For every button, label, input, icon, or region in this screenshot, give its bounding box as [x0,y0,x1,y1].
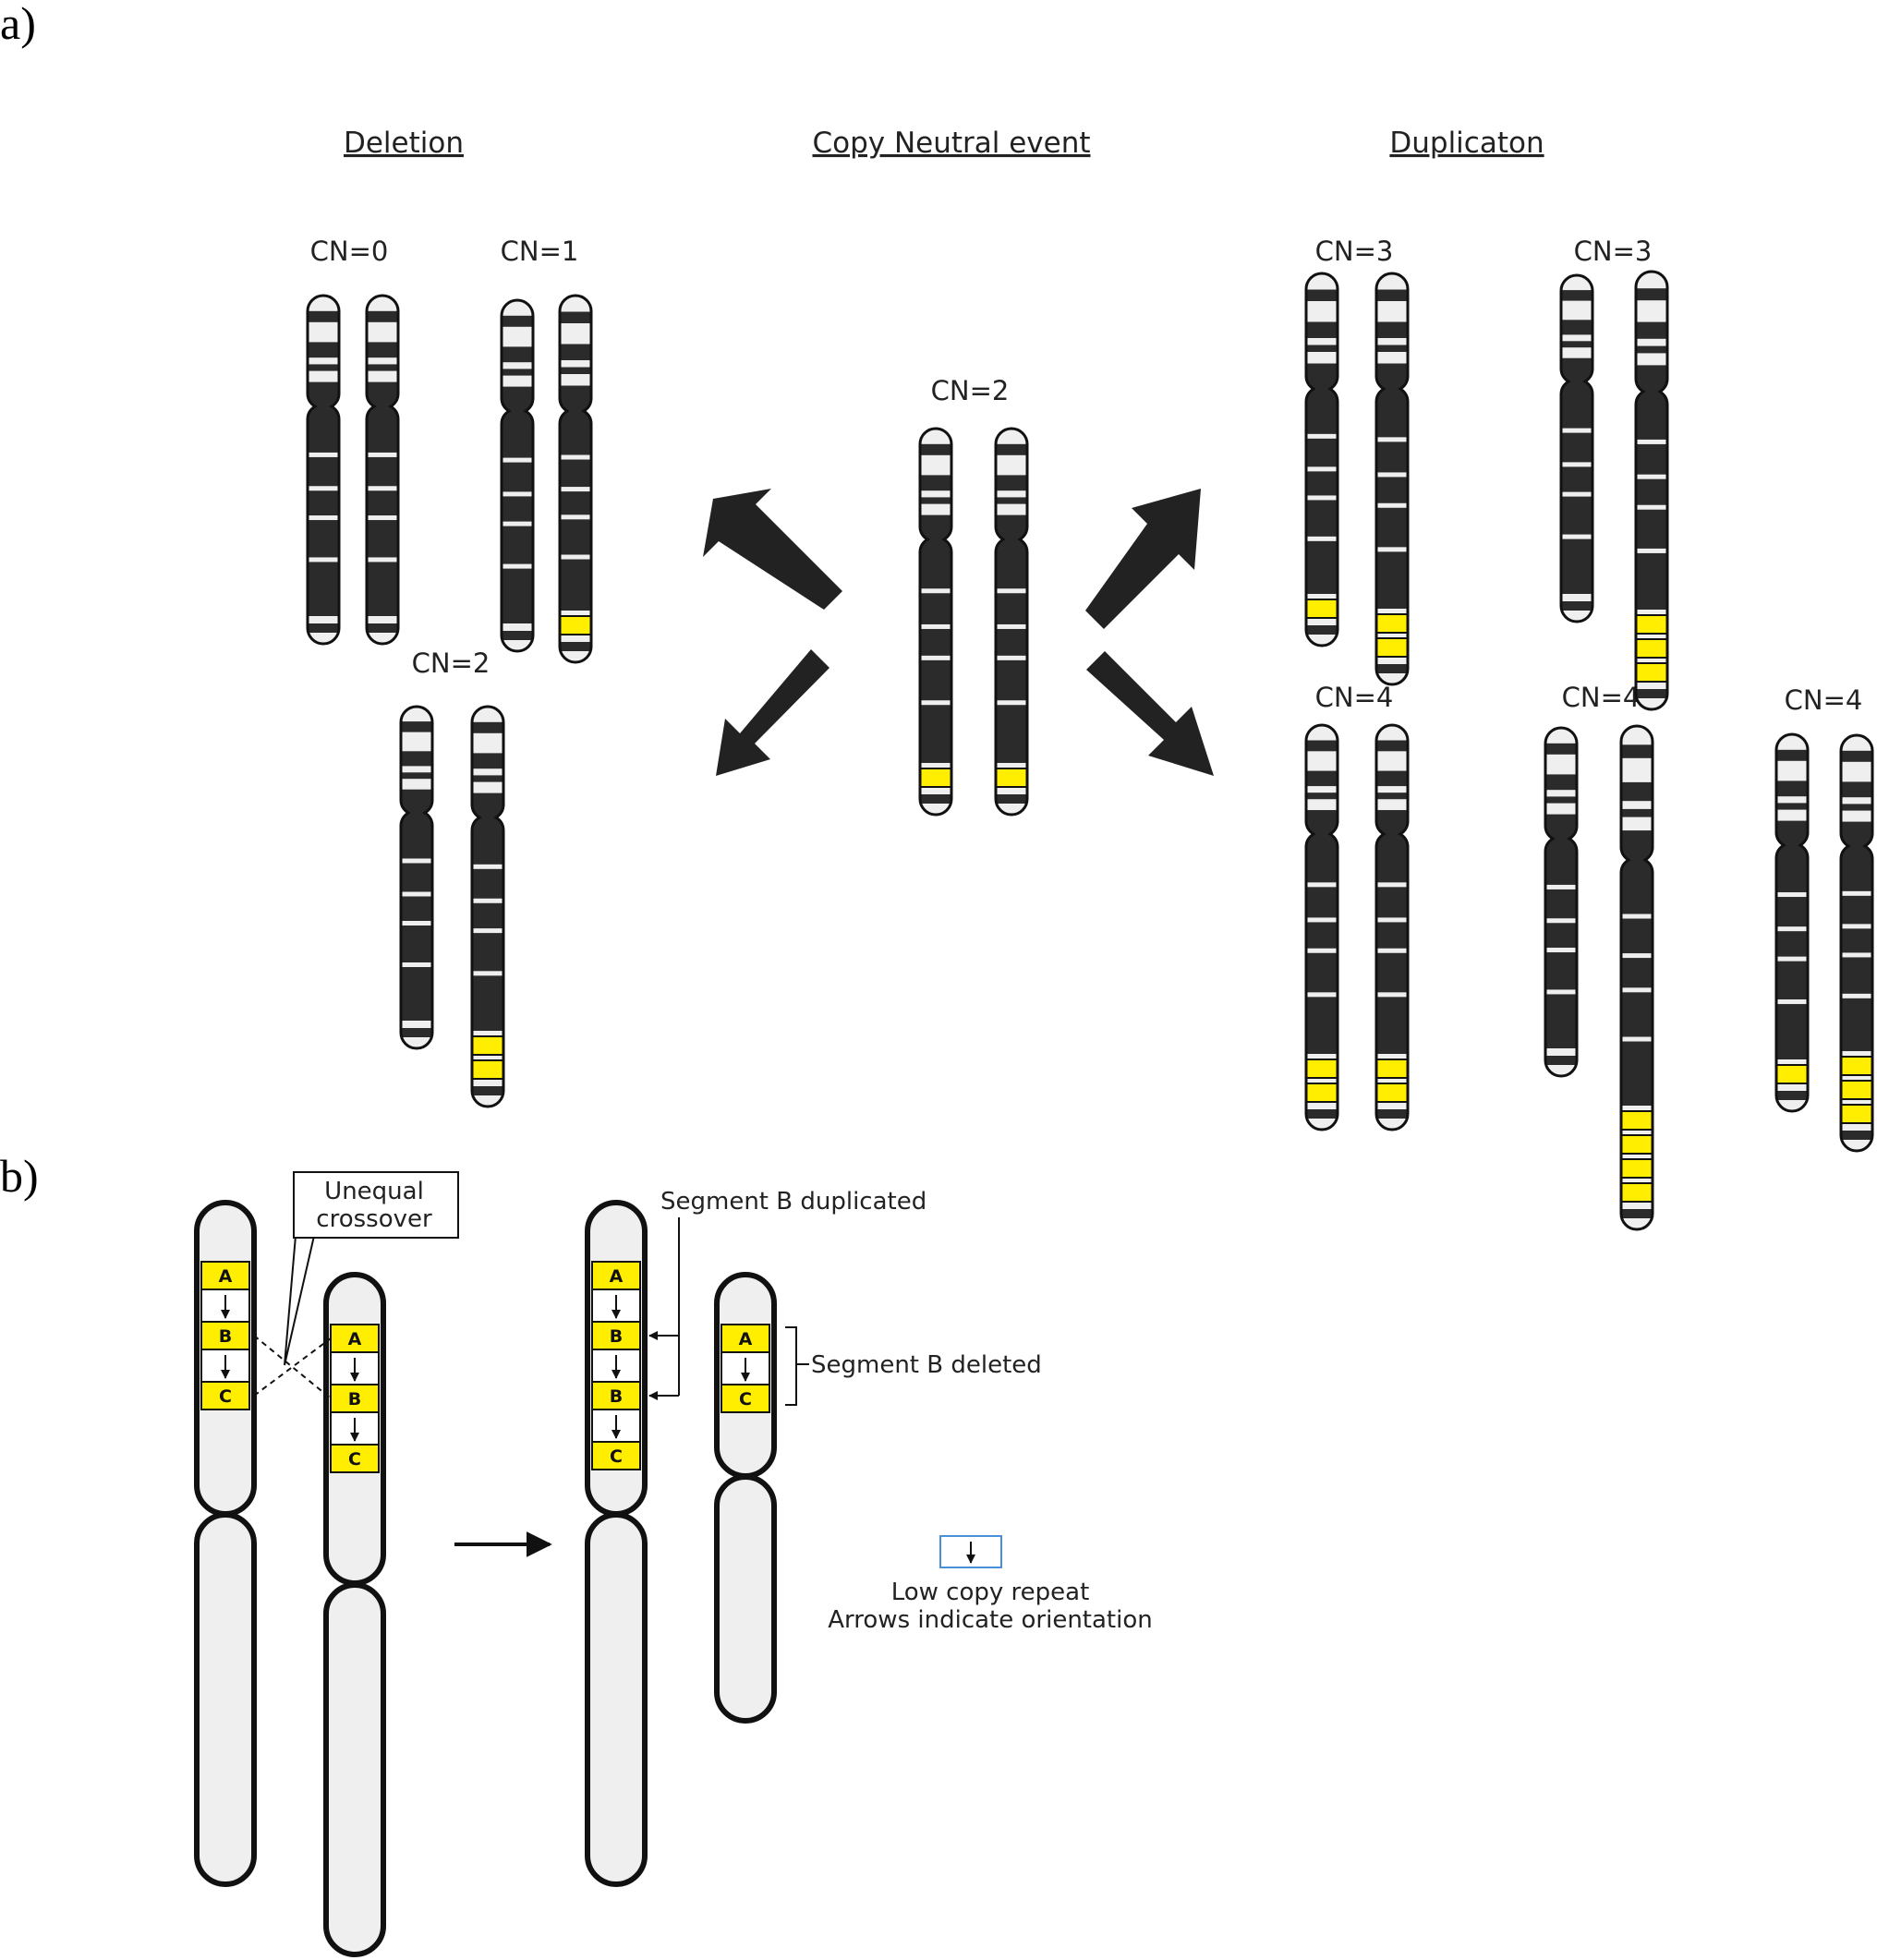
chromosome-cn0-2 [365,294,400,646]
chromosome-cn4c-2 [1839,733,1874,1153]
arrow-to-deletion-lower [716,649,830,776]
chromosome-cn4c-1 [1774,732,1810,1113]
segment-a-label: A [739,1329,753,1349]
chromosome-group-panel-a [306,270,1874,1231]
chromosome-cn1-2 [558,294,593,664]
cn-label-dup-3b: CN=3 [1574,236,1653,267]
chromosome-b-duplicated: A B B C [585,1200,648,1887]
chromosome-neutral-2 [994,427,1029,817]
deleted-callout-text: Segment B deleted [811,1351,1042,1379]
segment-a-label: A [610,1266,624,1287]
chromosome-cn2-del-1 [399,705,434,1050]
segment-c-label: C [348,1449,361,1470]
chromosome-cn3a-2 [1374,272,1410,686]
crossover-callout-pointer [284,1235,315,1366]
heading-duplication: Duplicaton [1389,127,1544,160]
cn-label-neutral: CN=2 [931,375,1010,406]
heading-copy-neutral: Copy Neutral event [812,127,1090,160]
deleted-bracket [785,1326,797,1406]
segment-a-label: A [348,1329,362,1349]
heading-deletion: Deletion [344,127,464,160]
chromosome-b-left-2: A B C [323,1272,386,1957]
segment-b-label: B [219,1326,232,1347]
chromosome-neutral-1 [918,427,953,817]
chromosome-cn4a-2 [1374,723,1410,1131]
chromosome-cn4b-2 [1619,724,1654,1231]
chromosome-b-left-1: A B C [194,1200,257,1887]
chromosome-cn1-1 [500,298,535,653]
chromosome-cn3a-1 [1304,272,1339,647]
arrow-to-dup-upper [1085,489,1201,629]
chromosome-cn4b-1 [1544,726,1579,1078]
cn-label-deletion-2: CN=2 [412,647,490,679]
cn-label-deletion-0: CN=0 [310,236,389,267]
chromosome-cn3b-2 [1634,270,1669,711]
segment-c-label: C [610,1446,623,1467]
crossover-callout-line2: crossover [316,1205,432,1233]
crossover-callout-line1: Unequal [324,1178,424,1205]
chromosome-cn0-1 [306,294,341,646]
crossover-line [253,1335,332,1399]
legend-line1: Low copy repeat [891,1579,1090,1606]
segment-a-label: A [219,1266,233,1287]
chromosome-cn3b-1 [1559,273,1594,623]
cn-label-dup-3a: CN=3 [1315,236,1394,267]
segment-b-label: B [610,1386,623,1407]
crossover-callout-box [293,1171,459,1239]
chromosome-cn4a-1 [1304,723,1339,1131]
legend-line2: Arrows indicate orientation [828,1606,1152,1634]
segment-c-label: C [739,1389,752,1410]
duplicated-callout-text: Segment B duplicated [660,1188,926,1216]
cn-label-dup-4a: CN=4 [1315,682,1394,713]
segment-b-label: B [610,1326,623,1347]
cn-label-deletion-1: CN=1 [501,236,579,267]
panel-b: A B C A B C Unequal crossover [194,1171,1153,1957]
arrow-to-dup-lower [1086,651,1214,776]
panel-label-b: b) [0,1150,39,1202]
segment-c-label: C [219,1386,232,1407]
crossover-line [253,1337,332,1397]
chromosome-b-deleted: A C [714,1272,777,1724]
arrow-to-deletion-upper [703,489,842,610]
panel-label-a: a) [0,0,36,49]
cn-label-dup-4c: CN=4 [1785,684,1863,716]
chromosome-cn2-del-2 [470,705,505,1108]
segment-b-label: B [348,1389,361,1410]
cn-label-dup-4b: CN=4 [1562,682,1641,713]
